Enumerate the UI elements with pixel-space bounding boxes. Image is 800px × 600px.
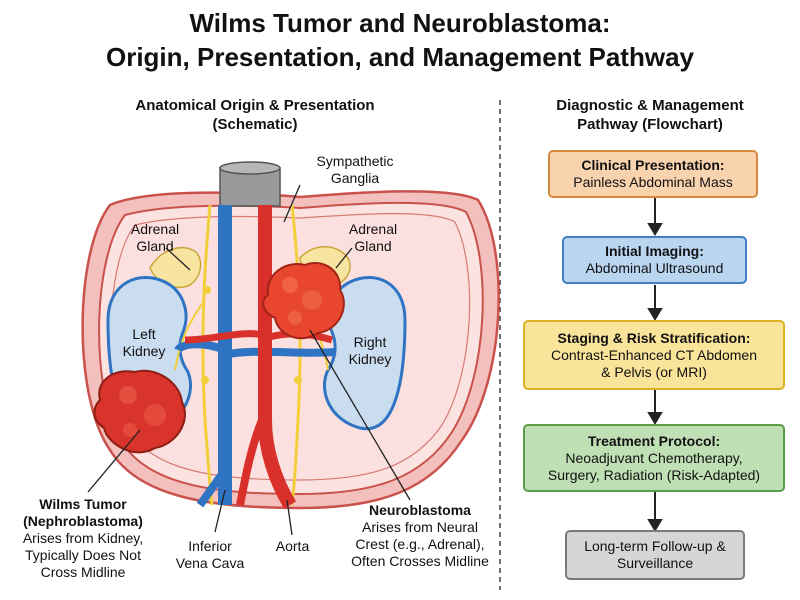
- wilms-tumor: [93, 369, 186, 454]
- label-right-kidney-line2: Kidney: [348, 351, 392, 367]
- leader-wilms: [87, 429, 141, 493]
- step-title: Clinical Presentation:: [581, 157, 725, 173]
- step-line: Painless Abdominal Mass: [573, 174, 733, 190]
- step-line: & Pelvis (or MRI): [601, 363, 707, 380]
- step-line: Surveillance: [616, 555, 694, 571]
- leader-adrenal-right: [335, 247, 353, 269]
- neuroblastoma-label: Neuroblastoma Arises from Neural Crest (…: [340, 502, 500, 570]
- flow-step-clinical-presentation: Clinical Presentation: Painless Abdomina…: [548, 150, 758, 198]
- leader-sympathetic: [283, 184, 301, 223]
- label-left-kidney: Left Kidney: [114, 326, 174, 360]
- step-title: Initial Imaging:: [605, 243, 704, 259]
- flow-arrows: [647, 198, 663, 532]
- step-line: Neoadjuvant Chemotherapy,: [565, 449, 743, 466]
- label-left-kidney-line2: Kidney: [122, 343, 166, 359]
- label-aorta: Aorta: [275, 538, 310, 554]
- label-sympathetic-line2: Ganglia: [330, 170, 380, 186]
- neuro-desc-line1: Arises from Neural: [362, 519, 478, 535]
- neuro-desc-line2: Crest (e.g., Adrenal),: [355, 536, 485, 552]
- flow-step-treatment: Treatment Protocol: Neoadjuvant Chemothe…: [523, 424, 785, 492]
- flow-step-follow-up: Long-term Follow-up & Surveillance: [565, 530, 745, 580]
- label-right-adrenal-line2: Gland: [354, 238, 392, 254]
- step-line: Surgery, Radiation (Risk-Adapted): [547, 466, 761, 483]
- neuro-desc-line3: Often Crosses Midline: [351, 553, 489, 569]
- neuro-name: Neuroblastoma: [369, 502, 471, 518]
- right-kidney: [322, 276, 407, 431]
- label-left-adrenal-line1: Adrenal: [130, 221, 180, 237]
- page-title-line1: Wilms Tumor and Neuroblastoma:: [189, 8, 611, 38]
- step-line: Abdominal Ultrasound: [585, 260, 724, 276]
- flow-step-initial-imaging: Initial Imaging: Abdominal Ultrasound: [562, 236, 747, 284]
- leader-adrenal-left: [165, 247, 191, 271]
- step-title: Treatment Protocol:: [587, 432, 721, 449]
- step-line: Contrast-Enhanced CT Abdomen: [551, 346, 757, 363]
- wilms-name-line2: (Nephroblastoma): [23, 513, 143, 529]
- right-panel-heading: Diagnostic & Management Pathway (Flowcha…: [515, 96, 785, 134]
- label-left-adrenal: Adrenal Gland: [120, 221, 190, 255]
- label-sympathetic-ganglia: Sympathetic Ganglia: [300, 153, 410, 187]
- label-left-kidney-line1: Left: [132, 326, 156, 342]
- label-right-adrenal: Adrenal Gland: [338, 221, 408, 255]
- wilms-name-line1: Wilms Tumor: [39, 496, 127, 512]
- leader-neuro: [309, 329, 411, 501]
- leader-aorta: [286, 499, 293, 536]
- step-line: Long-term Follow-up &: [584, 538, 726, 554]
- left-heading-line2: (Schematic): [212, 116, 298, 133]
- neuroblastoma-tumor: [262, 262, 345, 340]
- flow-step-staging: Staging & Risk Stratification: Contrast-…: [523, 320, 785, 390]
- wilms-desc-line3: Cross Midline: [40, 564, 126, 580]
- wilms-tumor-label: Wilms Tumor (Nephroblastoma) Arises from…: [8, 496, 158, 581]
- label-left-adrenal-line2: Gland: [136, 238, 174, 254]
- label-right-adrenal-line1: Adrenal: [348, 221, 398, 237]
- sympathetic-chain-right: [290, 204, 302, 506]
- label-ivc-line1: Inferior: [188, 538, 232, 554]
- label-right-kidney: Right Kidney: [340, 334, 400, 368]
- wilms-desc-line2: Typically Does Not: [25, 547, 141, 563]
- left-panel-heading: Anatomical Origin & Presentation (Schema…: [80, 96, 430, 134]
- label-ivc: Inferior Vena Cava: [170, 538, 250, 572]
- label-sympathetic-line1: Sympathetic: [316, 153, 394, 169]
- sympathetic-chain-left: [201, 204, 214, 506]
- wilms-desc-line1: Arises from Kidney,: [22, 530, 144, 546]
- right-heading-line2: Pathway (Flowchart): [577, 116, 723, 133]
- label-right-kidney-line1: Right: [353, 334, 387, 350]
- step-title: Staging & Risk Stratification:: [557, 329, 751, 346]
- label-ivc-line2: Vena Cava: [175, 555, 245, 571]
- left-heading-line1: Anatomical Origin & Presentation: [135, 97, 375, 114]
- right-heading-line1: Diagnostic & Management: [556, 97, 744, 114]
- page-title-line2: Origin, Presentation, and Management Pat…: [105, 42, 694, 72]
- leader-ivc: [214, 489, 226, 533]
